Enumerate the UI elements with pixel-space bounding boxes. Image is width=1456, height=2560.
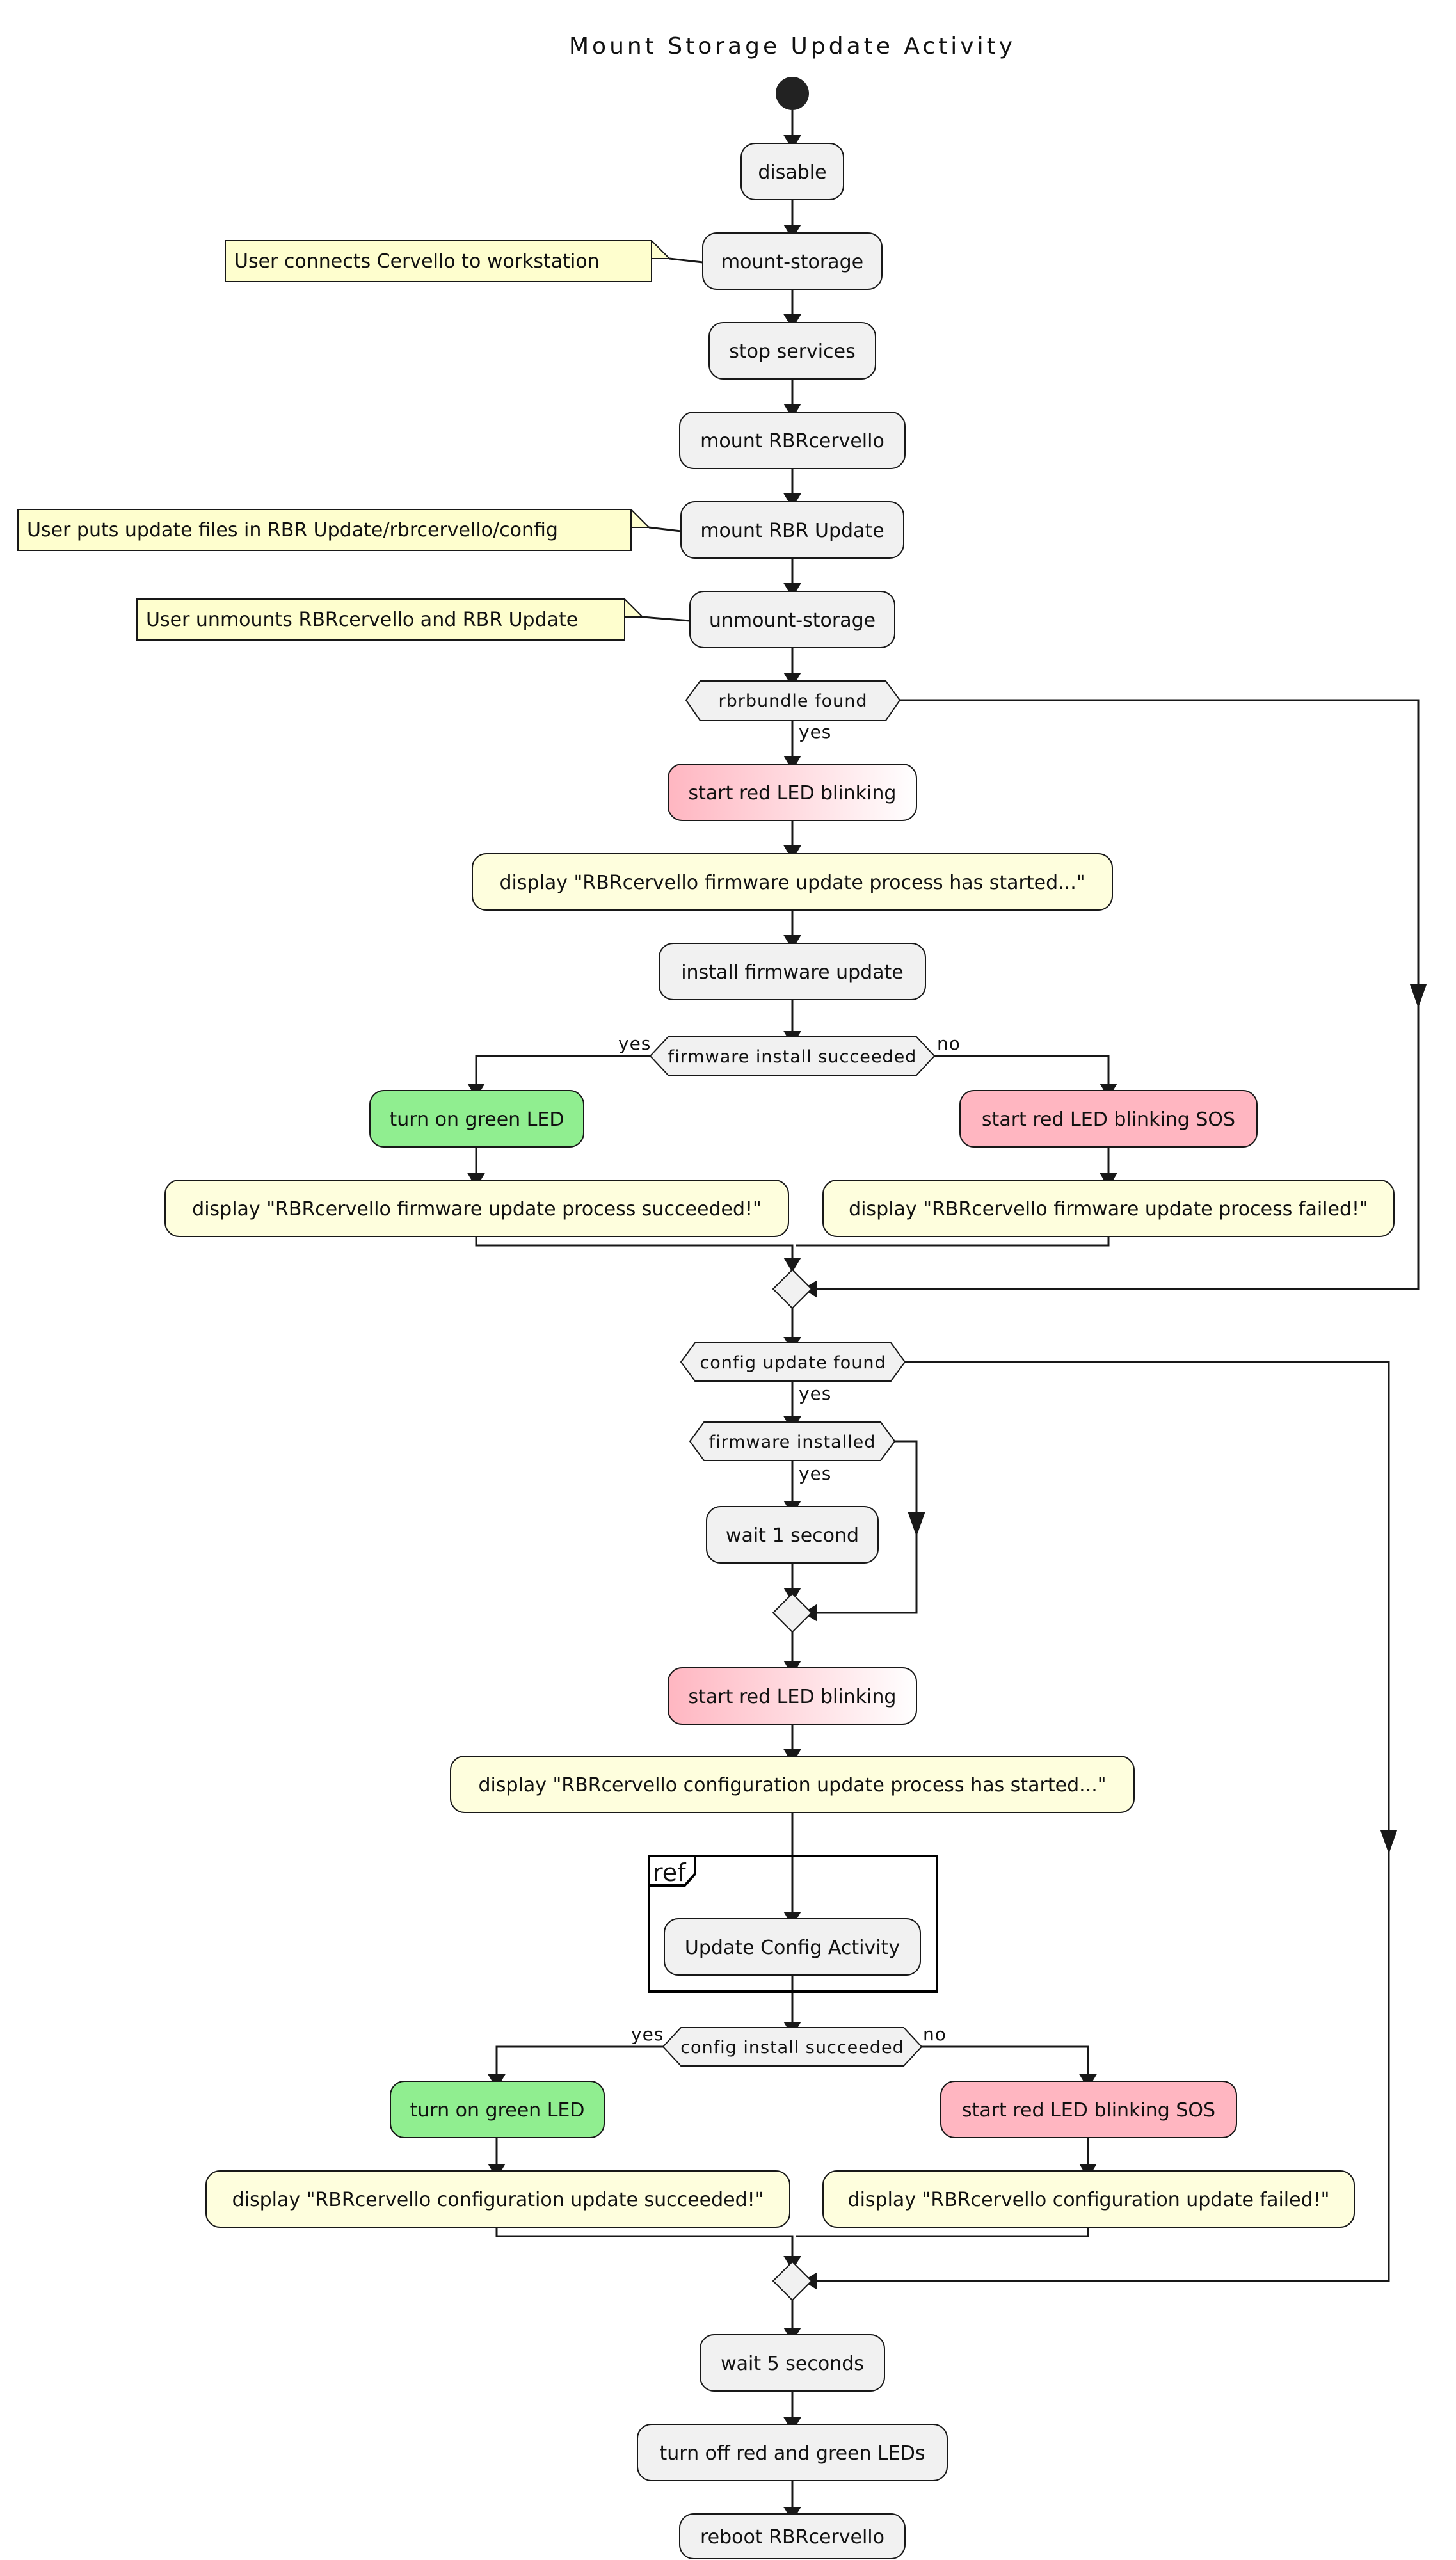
svg-text:turn on green LED: turn on green LED xyxy=(410,2099,585,2122)
note-connect: User connects Cervello to workstation xyxy=(225,240,671,282)
activity-turn-off-leds: turn off red and green LEDs xyxy=(637,2424,948,2481)
arrowheads xyxy=(467,135,1427,2522)
svg-text:firmware installed: firmware installed xyxy=(709,1432,876,1452)
label-yes: yes xyxy=(799,1463,831,1484)
connectors xyxy=(475,110,1420,2513)
activity-cfg-display-started: display "RBRcervello configuration updat… xyxy=(450,1756,1135,1813)
svg-text:turn on green LED: turn on green LED xyxy=(390,1108,564,1131)
activity-unmount-storage: unmount-storage xyxy=(689,591,895,648)
svg-text:unmount-storage: unmount-storage xyxy=(709,609,876,632)
activity-fw-display-succeeded: display "RBRcervello firmware update pro… xyxy=(164,1180,789,1237)
start-node xyxy=(776,77,809,110)
activity-cfg-sos: start red LED blinking SOS xyxy=(940,2081,1237,2138)
decision-firmware-installed: firmware installed xyxy=(689,1421,896,1461)
activity-cfg-display-succeeded: display "RBRcervello configuration updat… xyxy=(205,2170,790,2228)
svg-text:display "RBRcervello firmware: display "RBRcervello firmware update pro… xyxy=(192,1198,762,1220)
activity-reboot: reboot RBRcervello xyxy=(679,2513,906,2559)
svg-text:mount RBR Update: mount RBR Update xyxy=(700,520,884,542)
svg-text:stop services: stop services xyxy=(729,340,855,363)
svg-text:wait 1 second: wait 1 second xyxy=(726,1524,859,1547)
svg-text:start red LED blinking: start red LED blinking xyxy=(689,782,897,804)
note-unmount: User unmounts RBRcervello and RBR Update xyxy=(136,598,644,641)
svg-text:start red LED blinking: start red LED blinking xyxy=(689,1686,897,1708)
activity-mount-storage: mount-storage xyxy=(702,232,883,290)
label-yes: yes xyxy=(799,721,831,742)
svg-text:disable: disable xyxy=(758,161,826,184)
merge-node xyxy=(772,2260,813,2301)
label-no: no xyxy=(923,2024,947,2045)
svg-text:display "RBRcervello firmware: display "RBRcervello firmware update pro… xyxy=(499,872,1085,894)
activity-mount-rbrcervello: mount RBRcervello xyxy=(679,412,906,469)
label-yes: yes xyxy=(618,1033,651,1054)
svg-text:display "RBRcervello configura: display "RBRcervello configuration updat… xyxy=(232,2189,764,2211)
activity-fw-green: turn on green LED xyxy=(369,1090,584,1148)
activity-cfg-red-blink: start red LED blinking xyxy=(668,1667,917,1725)
svg-text:display "RBRcervello configura: display "RBRcervello configuration updat… xyxy=(848,2189,1330,2211)
activity-fw-red-blink: start red LED blinking xyxy=(668,764,917,821)
svg-text:config install succeeded: config install succeeded xyxy=(680,2038,904,2058)
svg-text:display "RBRcervello configura: display "RBRcervello configuration updat… xyxy=(478,1774,1106,1796)
activity-stop-services: stop services xyxy=(708,322,876,380)
svg-text:mount RBRcervello: mount RBRcervello xyxy=(700,430,884,452)
activity-fw-sos: start red LED blinking SOS xyxy=(959,1090,1258,1148)
label-yes: yes xyxy=(799,1383,831,1404)
svg-text:start red LED blinking SOS: start red LED blinking SOS xyxy=(982,1108,1235,1131)
ref-frame: ref xyxy=(648,1855,938,1993)
svg-text:User unmounts RBRcervello and: User unmounts RBRcervello and RBR Update xyxy=(146,609,578,631)
label-yes: yes xyxy=(631,2024,664,2045)
decision-firmware-succeeded: firmware install succeeded xyxy=(649,1036,936,1076)
svg-text:install firmware update: install firmware update xyxy=(681,961,904,984)
decision-config-update-found: config update found xyxy=(680,1342,906,1382)
activity-fw-install: install firmware update xyxy=(659,943,926,1000)
activity-disable: disable xyxy=(740,143,844,200)
svg-text:rbrbundle found: rbrbundle found xyxy=(719,691,868,711)
activity-wait-5: wait 5 seconds xyxy=(700,2334,885,2392)
svg-text:start red LED blinking SOS: start red LED blinking SOS xyxy=(962,2099,1215,2122)
svg-text:reboot RBRcervello: reboot RBRcervello xyxy=(700,2526,884,2548)
label-no: no xyxy=(937,1033,961,1054)
svg-text:mount-storage: mount-storage xyxy=(721,251,863,273)
svg-text:User connects Cervello to work: User connects Cervello to workstation xyxy=(234,250,600,273)
activity-fw-display-failed: display "RBRcervello firmware update pro… xyxy=(822,1180,1395,1237)
svg-text:turn off red and green LEDs: turn off red and green LEDs xyxy=(660,2442,925,2465)
diagram-title: Mount Storage Update Activity xyxy=(569,33,1016,60)
merge-node xyxy=(772,1268,813,1309)
svg-text:Update Config Activity: Update Config Activity xyxy=(685,1937,900,1959)
decision-rbrbundle-found: rbrbundle found xyxy=(685,680,901,721)
svg-text:display "RBRcervello firmware: display "RBRcervello firmware update pro… xyxy=(849,1198,1368,1220)
note-put-files: User puts update files in RBR Update/rbr… xyxy=(17,509,651,551)
decision-config-succeeded: config install succeeded xyxy=(662,2027,923,2067)
svg-text:config update found: config update found xyxy=(700,1353,886,1373)
merge-node xyxy=(772,1592,813,1633)
activity-update-config: Update Config Activity xyxy=(664,1918,921,1976)
ref-label: ref xyxy=(653,1859,687,1887)
activity-wait-1: wait 1 second xyxy=(706,1506,879,1564)
activity-cfg-display-failed: display "RBRcervello configuration updat… xyxy=(822,2170,1355,2228)
svg-text:User puts update files in RBR: User puts update files in RBR Update/rbr… xyxy=(27,519,558,541)
svg-text:wait 5 seconds: wait 5 seconds xyxy=(721,2353,864,2375)
activity-cfg-green: turn on green LED xyxy=(390,2081,605,2138)
svg-text:firmware install succeeded: firmware install succeeded xyxy=(668,1047,917,1067)
activity-mount-rbr-update: mount RBR Update xyxy=(680,501,904,559)
activity-fw-display-started: display "RBRcervello firmware update pro… xyxy=(472,853,1113,911)
